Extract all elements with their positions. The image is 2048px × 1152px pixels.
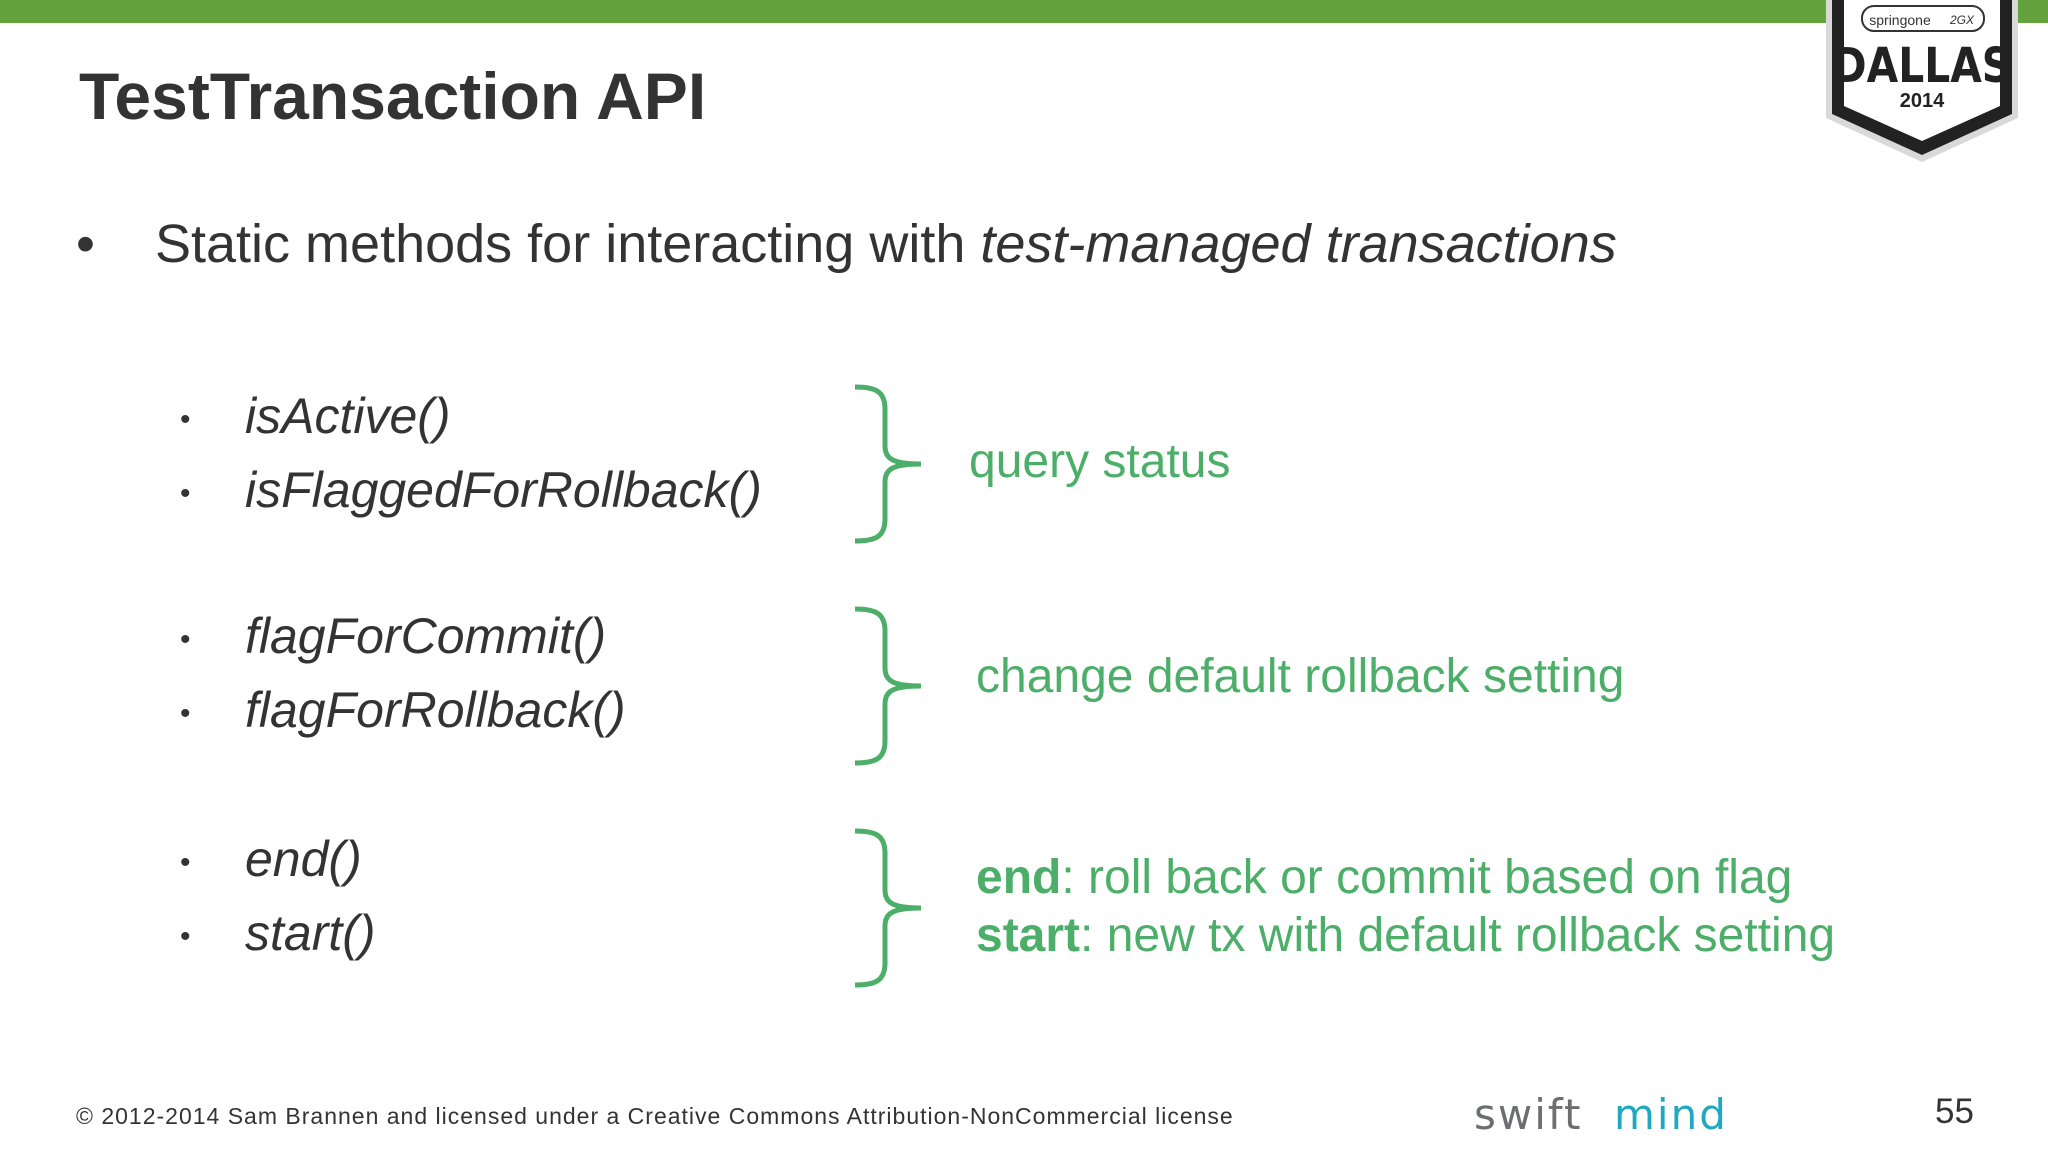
right-brace (854, 828, 922, 988)
sub-bullet-dot: • (180, 623, 191, 656)
logo-text-right: mind (1614, 1091, 1728, 1139)
group-description-line: start: new tx with default rollback sett… (976, 908, 1835, 963)
bullet-dot: • (76, 214, 95, 274)
method-name: isActive() (245, 388, 451, 444)
group-description: change default rollback setting (976, 650, 1625, 703)
description-term: end (976, 851, 1062, 904)
sub-bullet-dot: • (180, 846, 191, 879)
swiftmind-logo: swift mind (1474, 1091, 1728, 1139)
springone-dallas-badge: springone 2GX DALLAS 2014 (1826, 0, 2018, 162)
group-description: query status (969, 435, 1231, 488)
description-term: start (976, 909, 1081, 962)
copyright-footer: © 2012-2014 Sam Brannen and licensed und… (76, 1103, 1234, 1129)
method-name: end() (245, 831, 362, 887)
right-brace (854, 606, 922, 766)
method-name: start() (245, 905, 376, 961)
slide-title: TestTransaction API (79, 59, 707, 133)
badge-city: DALLAS (1833, 38, 2011, 94)
logo-text-left: swift (1474, 1091, 1582, 1139)
sub-bullet-dot: • (180, 403, 191, 436)
sub-bullet-dot: • (180, 697, 191, 730)
description-text: : roll back or commit based on flag (1061, 851, 1793, 904)
sub-bullet-dot: • (180, 477, 191, 510)
method-name: isFlaggedForRollback() (245, 462, 762, 518)
svg-text:2GX: 2GX (1949, 13, 1975, 27)
bullet-text-plain: Static methods for interacting with (155, 214, 981, 274)
badge-year: 2014 (1900, 90, 1945, 112)
badge-brand: springone (1869, 12, 1931, 28)
top-accent-bar (0, 0, 2048, 23)
main-bullet-text: Static methods for interacting with test… (155, 213, 1617, 275)
group-description-line: end: roll back or commit based on flag (976, 850, 1792, 905)
sub-bullet-dot: • (180, 920, 191, 953)
description-text: : new tx with default rollback setting (1080, 909, 1836, 962)
right-brace (854, 384, 922, 544)
method-name: flagForRollback() (245, 682, 626, 738)
bullet-text-italic: test-managed transactions (980, 214, 1617, 274)
method-name: flagForCommit() (245, 608, 607, 664)
page-number: 55 (1935, 1092, 1974, 1131)
